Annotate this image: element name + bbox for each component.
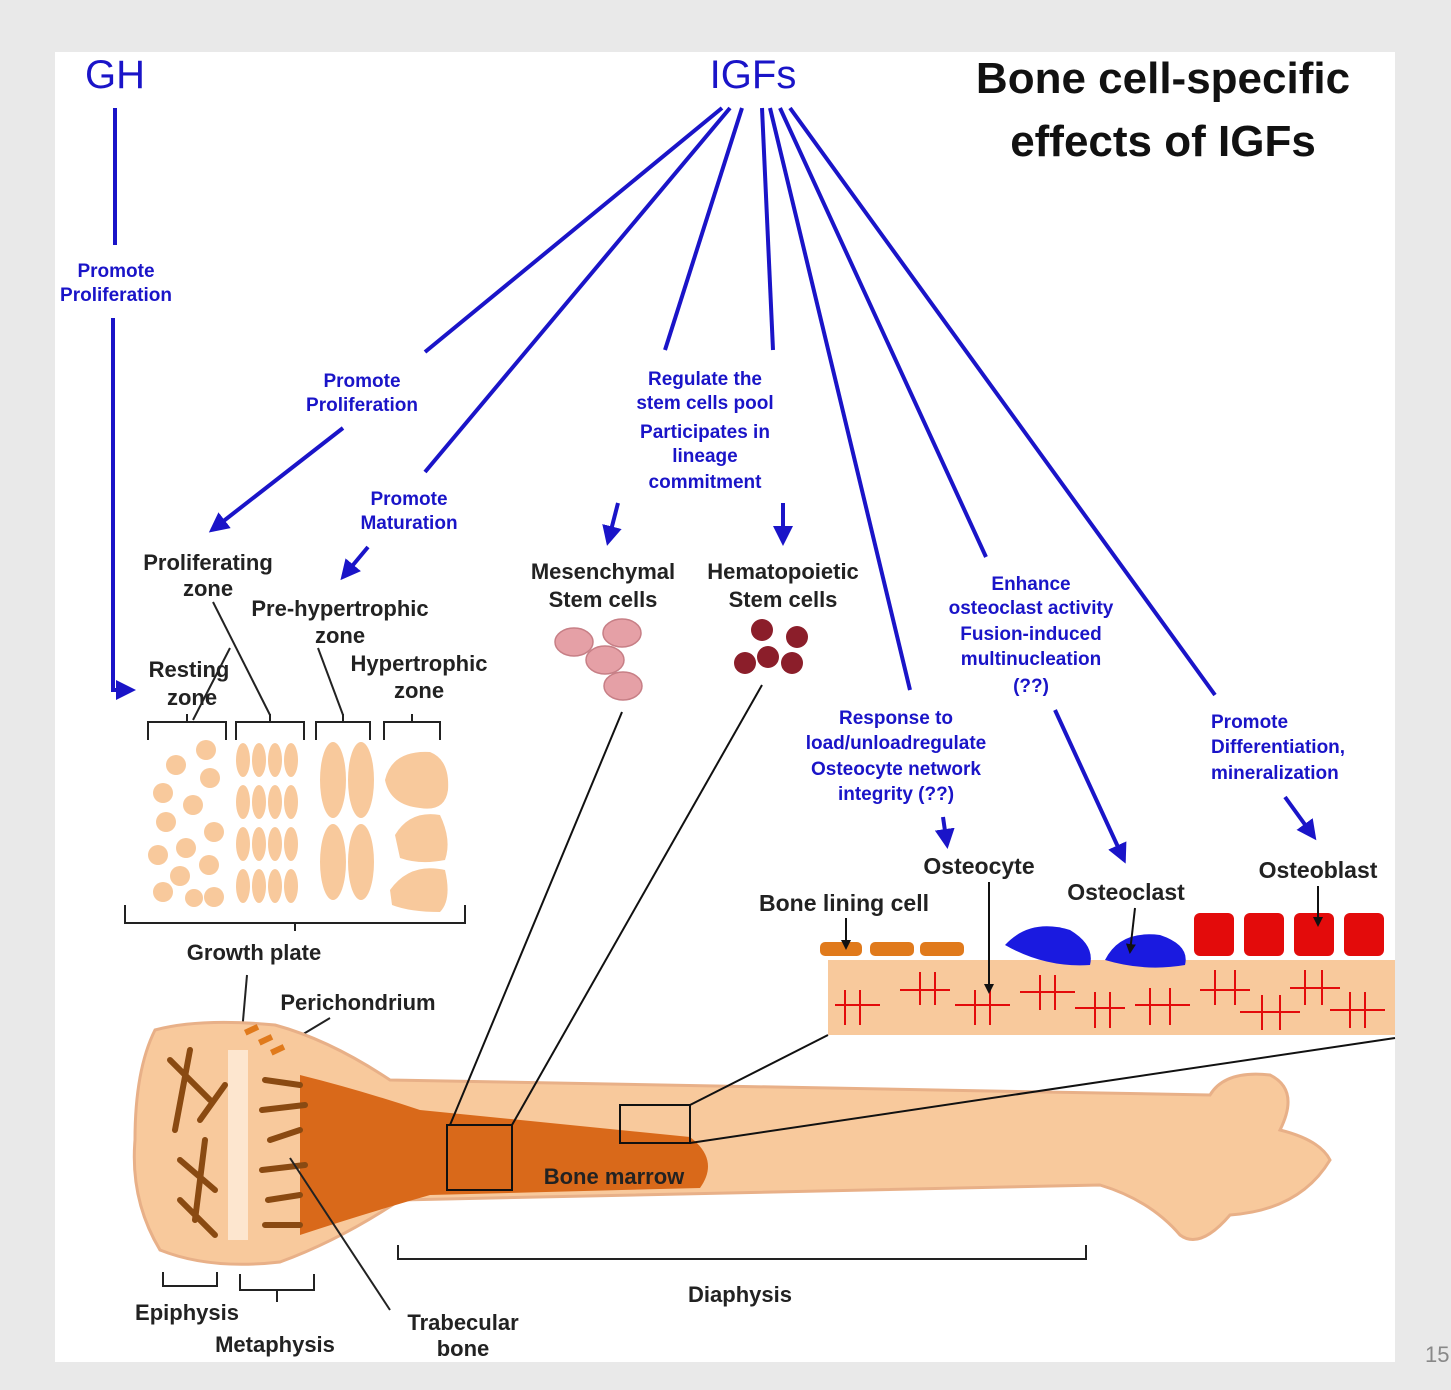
proliferating-zone-1: Proliferating: [143, 550, 273, 575]
osteoblast-effect-2: Differentiation,: [1211, 737, 1345, 758]
gh-prolif-2: Proliferation: [60, 285, 172, 306]
osteoclast-effect-2: osteoclast activity: [949, 598, 1114, 619]
lining-cells: [820, 942, 964, 956]
epiphysis-label: Epiphysis: [135, 1300, 239, 1325]
mesenchymal-2: Stem cells: [549, 587, 658, 612]
osteoclast-effect-5: (??): [1013, 676, 1049, 697]
osteocyte-label: Osteocyte: [923, 853, 1034, 879]
prehypertrophic-zone-2: zone: [315, 623, 365, 648]
igf-maturation-2: Maturation: [360, 513, 457, 534]
gh-prolif-1: Promote: [77, 261, 154, 282]
metaphysis-label: Metaphysis: [215, 1332, 335, 1357]
proliferating-zone-2: zone: [183, 576, 233, 601]
stem-effect-4: lineage: [672, 446, 737, 467]
hematopoietic-1: Hematopoietic: [707, 559, 859, 584]
igfs-label: IGFs: [710, 53, 797, 97]
osteoblast-effect-3: mineralization: [1211, 763, 1339, 784]
igf-prolif-1: Promote: [323, 371, 400, 392]
osteoclast-label: Osteoclast: [1067, 879, 1185, 905]
igf-prolif-2: Proliferation: [306, 395, 418, 416]
osteoclast-effect-3: Fusion-induced: [960, 624, 1101, 645]
igf-maturation-1: Promote: [370, 489, 447, 510]
stem-effect-3: Participates in: [640, 422, 770, 443]
gh-label: GH: [85, 53, 145, 97]
perichondrium-label: Perichondrium: [280, 990, 435, 1015]
osteocyte-effect-4: integrity (??): [838, 784, 954, 805]
osteoclast-effect-1: Enhance: [991, 574, 1070, 595]
trabecular-label-1: Trabecular: [407, 1310, 519, 1335]
osteocyte-effect-3: Osteocyte network: [811, 759, 981, 780]
resting-zone-1: Resting: [149, 657, 230, 682]
hypertrophic-zone-2: zone: [394, 678, 444, 703]
stem-effect-2: stem cells pool: [636, 393, 773, 414]
title-line-2: effects of IGFs: [1010, 117, 1316, 166]
bone-growth-plate: [228, 1050, 248, 1240]
prehypertrophic-zone-1: Pre-hypertrophic: [251, 596, 428, 621]
stem-effect-1: Regulate the: [648, 369, 762, 390]
growth-plate-label: Growth plate: [187, 940, 321, 965]
diaphysis-label: Diaphysis: [688, 1282, 792, 1307]
osteocyte-effect-1: Response to: [839, 708, 953, 729]
bone-marrow-label: Bone marrow: [544, 1164, 685, 1189]
osteoblast-effect-1: Promote: [1211, 712, 1288, 733]
title-line-1: Bone cell-specific: [976, 54, 1350, 103]
hypertrophic-zone-1: Hypertrophic: [351, 651, 488, 676]
hematopoietic-2: Stem cells: [729, 587, 838, 612]
trabecular-label-2: bone: [437, 1336, 490, 1361]
inset-bone-matrix: [828, 960, 1395, 1035]
osteoblast-label: Osteoblast: [1259, 857, 1378, 883]
osteoclast-effect-4: multinucleation: [961, 649, 1101, 670]
bone-lining-cell-label: Bone lining cell: [759, 890, 929, 916]
mesenchymal-1: Mesenchymal: [531, 559, 675, 584]
osteocyte-effect-2: load/unloadregulate: [806, 733, 987, 754]
page-number: 15: [1425, 1342, 1449, 1367]
stem-effect-5: commitment: [649, 472, 763, 493]
